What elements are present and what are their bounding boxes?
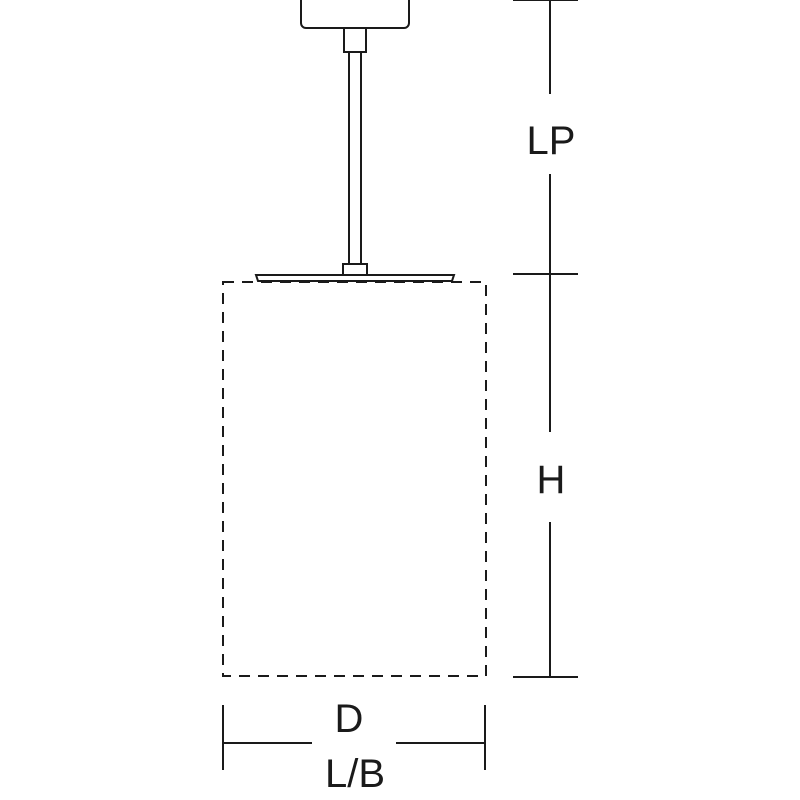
shade-outline xyxy=(222,281,487,677)
label-lb: L/B xyxy=(325,752,385,796)
label-h: H xyxy=(537,458,566,502)
vertical-dimension xyxy=(513,0,578,678)
pendant-fixture xyxy=(254,0,456,282)
suspension-rod xyxy=(348,51,362,267)
canopy-connector xyxy=(343,27,367,53)
horizontal-dimension xyxy=(222,705,486,770)
shade-top-plate xyxy=(254,274,456,282)
ceiling-canopy xyxy=(300,0,410,29)
shade-connector xyxy=(342,263,368,276)
label-lp: LP xyxy=(527,119,576,163)
label-d: D xyxy=(335,697,364,741)
